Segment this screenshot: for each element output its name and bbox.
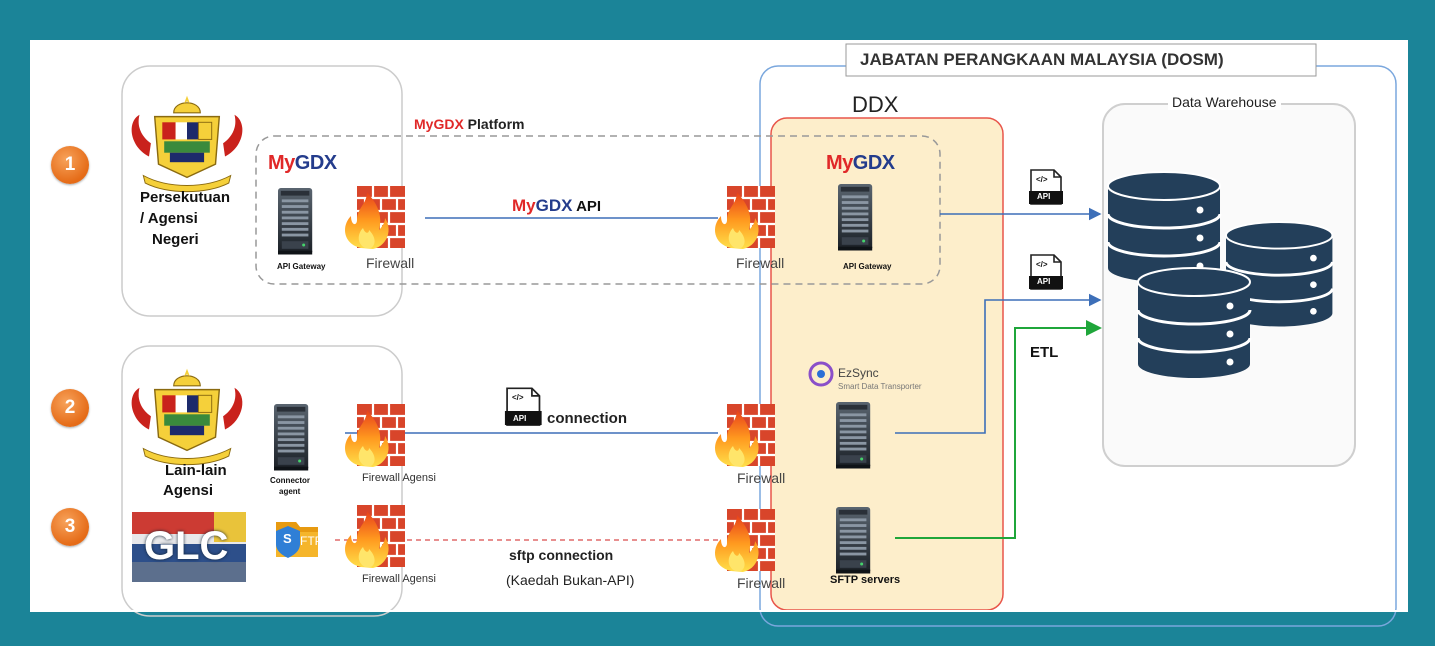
connector-agent-server-icon — [274, 404, 309, 471]
firewall-icon-3 — [713, 507, 777, 574]
platform-suffix: Platform — [463, 116, 525, 132]
firewall-icon-1b — [713, 184, 777, 251]
logo-left-gdx: GDX — [294, 152, 337, 174]
sftp-connection-label: sftp connection — [509, 547, 614, 563]
firewall-icon-1a — [343, 184, 407, 251]
firewall-label-1b: Firewall — [736, 255, 785, 271]
sftp-servers-label: SFTP servers — [830, 574, 901, 586]
malaysia-coat-of-arms-icon-1 — [130, 94, 244, 193]
ezsync-logo-core-icon — [817, 370, 825, 378]
icons — [130, 94, 1334, 582]
api-title-my: My — [512, 196, 536, 215]
ezsync-tagline: Smart Data Transporter — [838, 382, 922, 391]
etl-label: ETL — [1030, 344, 1059, 361]
ezsync-server-icon — [836, 402, 871, 469]
firewall-label-1a: Firewall — [366, 255, 415, 271]
api-gateway-label-left: API Gateway — [277, 262, 326, 271]
connector-label: Connector — [270, 476, 310, 485]
glc-city-band — [132, 562, 246, 582]
platform-title: MyGDX Platform — [414, 116, 524, 132]
ezsync-logo-icon — [808, 361, 834, 387]
api-doc-label-2: API — [1037, 277, 1051, 286]
etl-arrow — [895, 320, 1102, 539]
logo-left-my: My — [268, 152, 295, 174]
step-badge-2: 2 — [51, 389, 89, 427]
mygdx-logo-right: MyGDX — [826, 152, 895, 175]
warehouse-label: Data Warehouse — [1168, 94, 1281, 110]
agency2-box — [121, 345, 403, 617]
ddx-label: DDX — [852, 92, 899, 117]
api-gateway-server-icon-left — [278, 188, 313, 255]
sftp-shield-icon — [276, 526, 300, 558]
glc-flag-stripe-white — [132, 534, 246, 544]
logo-right-my: My — [826, 152, 853, 174]
database-icon-front — [1136, 266, 1252, 380]
api-doc-tag-1: </> — [1036, 175, 1048, 184]
dept-title: JABATAN PERANGKAAN MALAYSIA (DOSM) — [854, 50, 1230, 70]
api-doc-tag-2: </> — [1036, 260, 1048, 269]
agent-label: agent — [279, 487, 301, 496]
api-doc-label-3: API — [513, 414, 527, 423]
firewall-agensi-icon-3 — [343, 503, 407, 570]
agency2-line1: Lain-lain — [165, 462, 227, 479]
api-doc-tag-3: </> — [512, 393, 524, 402]
platform-my: My — [414, 116, 434, 132]
agency1-line1: Persekutuan — [140, 189, 231, 206]
mygdx-api-label: MyGDX API — [512, 196, 601, 216]
panel-bottom-edge — [30, 610, 1408, 612]
glc-label: GLC — [144, 524, 229, 568]
agency2-line2: Agensi — [163, 482, 214, 499]
platform-gdx: GDX — [433, 116, 464, 132]
step-badge-3: 3 — [51, 508, 89, 546]
agency1-line2: / Agensi — [140, 210, 198, 227]
ezsync-to-warehouse-arrow — [895, 293, 1102, 434]
agency1-line3: Negeri — [152, 231, 199, 248]
api-title-suffix: API — [572, 198, 602, 215]
api-doc-label-1: API — [1037, 192, 1051, 201]
sftp-ftp-label: FTP — [300, 534, 323, 548]
sftp-server-icon — [836, 507, 871, 574]
ezsync-name: EzSync — [838, 366, 879, 380]
glc-flag-canton — [214, 512, 246, 542]
api-gateway-label-right: API Gateway — [843, 262, 892, 271]
firewall-agensi-label-3: Firewall Agensi — [362, 573, 436, 585]
logo-right-gdx: GDX — [852, 152, 895, 174]
step-badge-1: 1 — [51, 146, 89, 184]
ddx-box — [770, 117, 1004, 611]
firewall-agensi-icon-2 — [343, 402, 407, 469]
api-gateway-server-icon-right — [838, 184, 873, 251]
api-title-gdx: GDX — [535, 196, 573, 215]
connection-label: connection — [547, 410, 628, 427]
non-api-label: (Kaedah Bukan-API) — [506, 572, 635, 588]
firewall-agensi-label-2: Firewall Agensi — [362, 472, 436, 484]
malaysia-coat-of-arms-icon-2 — [130, 367, 244, 466]
firewall-label-3: Firewall — [737, 575, 786, 591]
firewall-label-2: Firewall — [737, 470, 786, 486]
mygdx-logo-left: MyGDX — [268, 152, 337, 175]
sftp-s-label: S — [283, 531, 292, 546]
firewall-icon-2 — [713, 402, 777, 469]
mygdx-platform-box — [255, 135, 941, 285]
database-icon-back — [1106, 170, 1222, 284]
